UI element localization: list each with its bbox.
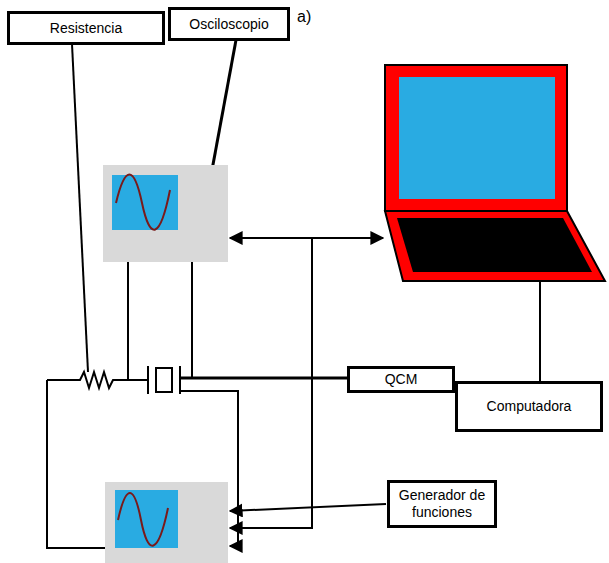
probe-wire: [127, 262, 129, 380]
generator-screen: [115, 490, 178, 548]
figure-label: a): [297, 8, 311, 26]
label-text: QCM: [385, 371, 418, 388]
oscilloscope-screen: [112, 175, 178, 230]
label-box: Resistencia: [7, 11, 165, 45]
leader-arrow: [230, 504, 386, 511]
label-text: Osciloscopio: [189, 16, 268, 33]
computer-link: [539, 281, 541, 381]
laptop-display: [399, 77, 555, 199]
leader-line: [212, 40, 236, 170]
data-arrow: [230, 237, 383, 239]
probe-wire: [191, 262, 193, 378]
qcm-wire: [180, 377, 347, 380]
laptop-base: [385, 211, 605, 281]
label-text: Computadora: [487, 398, 572, 415]
label-box: Osciloscopio: [168, 7, 290, 41]
label-box: QCM: [347, 366, 455, 393]
crystal-plate: [147, 366, 149, 394]
sine-wave: [118, 493, 168, 546]
oscilloscope: [103, 165, 228, 262]
crystal-plate: [179, 366, 181, 394]
label-text: Resistencia: [50, 20, 122, 37]
data-arrow: [230, 238, 312, 528]
laptop-screen: [385, 65, 567, 211]
function-generator: [105, 482, 228, 563]
label-text: Generador de funciones: [397, 487, 487, 521]
sine-wave: [116, 175, 170, 230]
label-box: Generador de funciones: [387, 480, 497, 528]
leader-line: [72, 44, 88, 372]
label-box: Computadora: [455, 381, 603, 432]
resistor-symbol: [47, 372, 148, 388]
crystal-symbol: [156, 368, 172, 392]
laptop-keyboard: [397, 218, 592, 272]
circuit-wire: [47, 380, 105, 548]
